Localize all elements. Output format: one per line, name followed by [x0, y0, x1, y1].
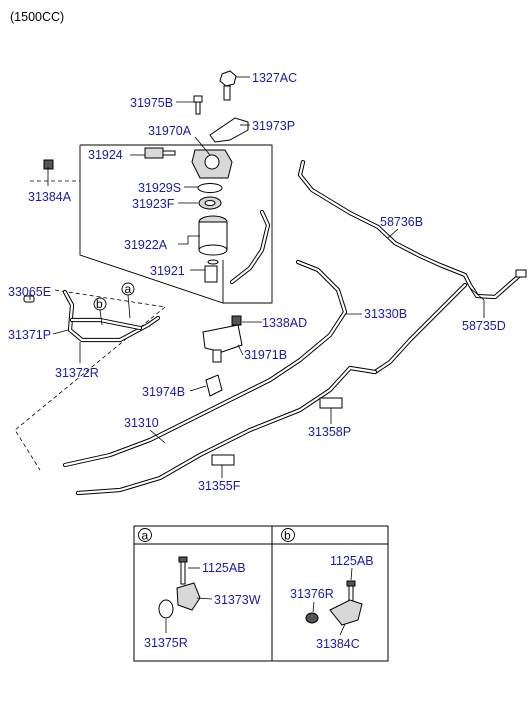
label-31929S: 31929S — [138, 181, 181, 195]
label-31923F: 31923F — [132, 197, 175, 211]
detail-table — [133, 525, 389, 662]
label-1338AD: 1338AD — [262, 316, 307, 330]
label-31372R: 31372R — [55, 366, 99, 380]
label-31371P: 31371P — [8, 328, 51, 342]
label-31970A: 31970A — [148, 124, 192, 138]
label-31971B: 31971B — [244, 348, 287, 362]
label-31384A: 31384A — [28, 190, 72, 204]
panel-b-clip: 31384C — [316, 637, 360, 651]
panel-b-tag: b — [284, 529, 291, 543]
bracket-31974B — [205, 374, 223, 397]
drain-31921 — [204, 265, 218, 283]
label-1327AC: 1327AC — [252, 71, 297, 85]
fuel-tube-31330B — [62, 259, 348, 468]
panel-a-bolt: 1125AB — [202, 561, 246, 575]
fuel-tube-left — [62, 289, 161, 343]
pipe-end-right — [515, 269, 527, 278]
label-31310: 31310 — [124, 416, 159, 430]
label-31922A: 31922A — [124, 238, 168, 252]
label-31975B: 31975B — [130, 96, 173, 110]
grommet-31384A — [43, 159, 54, 170]
label-31924: 31924 — [88, 148, 123, 162]
clip-31355F — [211, 454, 235, 466]
panel-a-tag-circle — [138, 528, 152, 542]
panel-a-tag: a — [142, 529, 149, 543]
detail-panel-a: a 1125AB 31373W 31375R — [138, 528, 261, 650]
panel-a-grommet: 31375R — [144, 636, 188, 650]
sensor-31924 — [144, 147, 176, 159]
engine-label: (1500CC) — [10, 10, 64, 24]
label-58735D: 58735D — [462, 319, 506, 333]
panel-a-bracket: 31373W — [214, 593, 261, 607]
label-31973P: 31973P — [252, 119, 295, 133]
label-31355F: 31355F — [198, 479, 241, 493]
bracket-31971B — [202, 324, 243, 363]
oring-31929S — [197, 183, 223, 193]
filter-head-31970A — [191, 149, 233, 179]
ref-a-label: a — [125, 282, 132, 296]
fuel-tube-upper — [297, 159, 523, 375]
clip-31358P — [319, 397, 343, 409]
filter-31922A — [198, 215, 228, 265]
detail-panel-b: b 1125AB 31376R 31384C — [281, 528, 374, 651]
left-subassembly-box — [14, 180, 166, 471]
label-33065E: 33065E — [8, 285, 51, 299]
label-31921: 31921 — [150, 264, 185, 278]
seal-31923F — [198, 196, 222, 210]
fuel-tube-31310 — [75, 365, 378, 496]
bolt-1338AD — [231, 315, 242, 326]
bolt-31975B — [193, 95, 203, 115]
panel-b-tag-circle — [281, 528, 295, 542]
nut-1327AC — [219, 70, 237, 101]
ref-b-label: b — [96, 297, 103, 311]
label-31358P: 31358P — [308, 425, 351, 439]
label-31974B: 31974B — [142, 385, 185, 399]
leader-lines — [29, 76, 485, 478]
cap-33065E — [23, 295, 35, 303]
filter-link-tube — [229, 209, 271, 285]
filter-assembly-box — [79, 144, 273, 304]
panel-b-bolt: 1125AB — [330, 554, 374, 568]
bracket-31973P — [209, 117, 249, 143]
label-58736B: 58736B — [380, 215, 423, 229]
panel-b-grommet: 31376R — [290, 587, 334, 601]
label-31330B: 31330B — [364, 307, 407, 321]
